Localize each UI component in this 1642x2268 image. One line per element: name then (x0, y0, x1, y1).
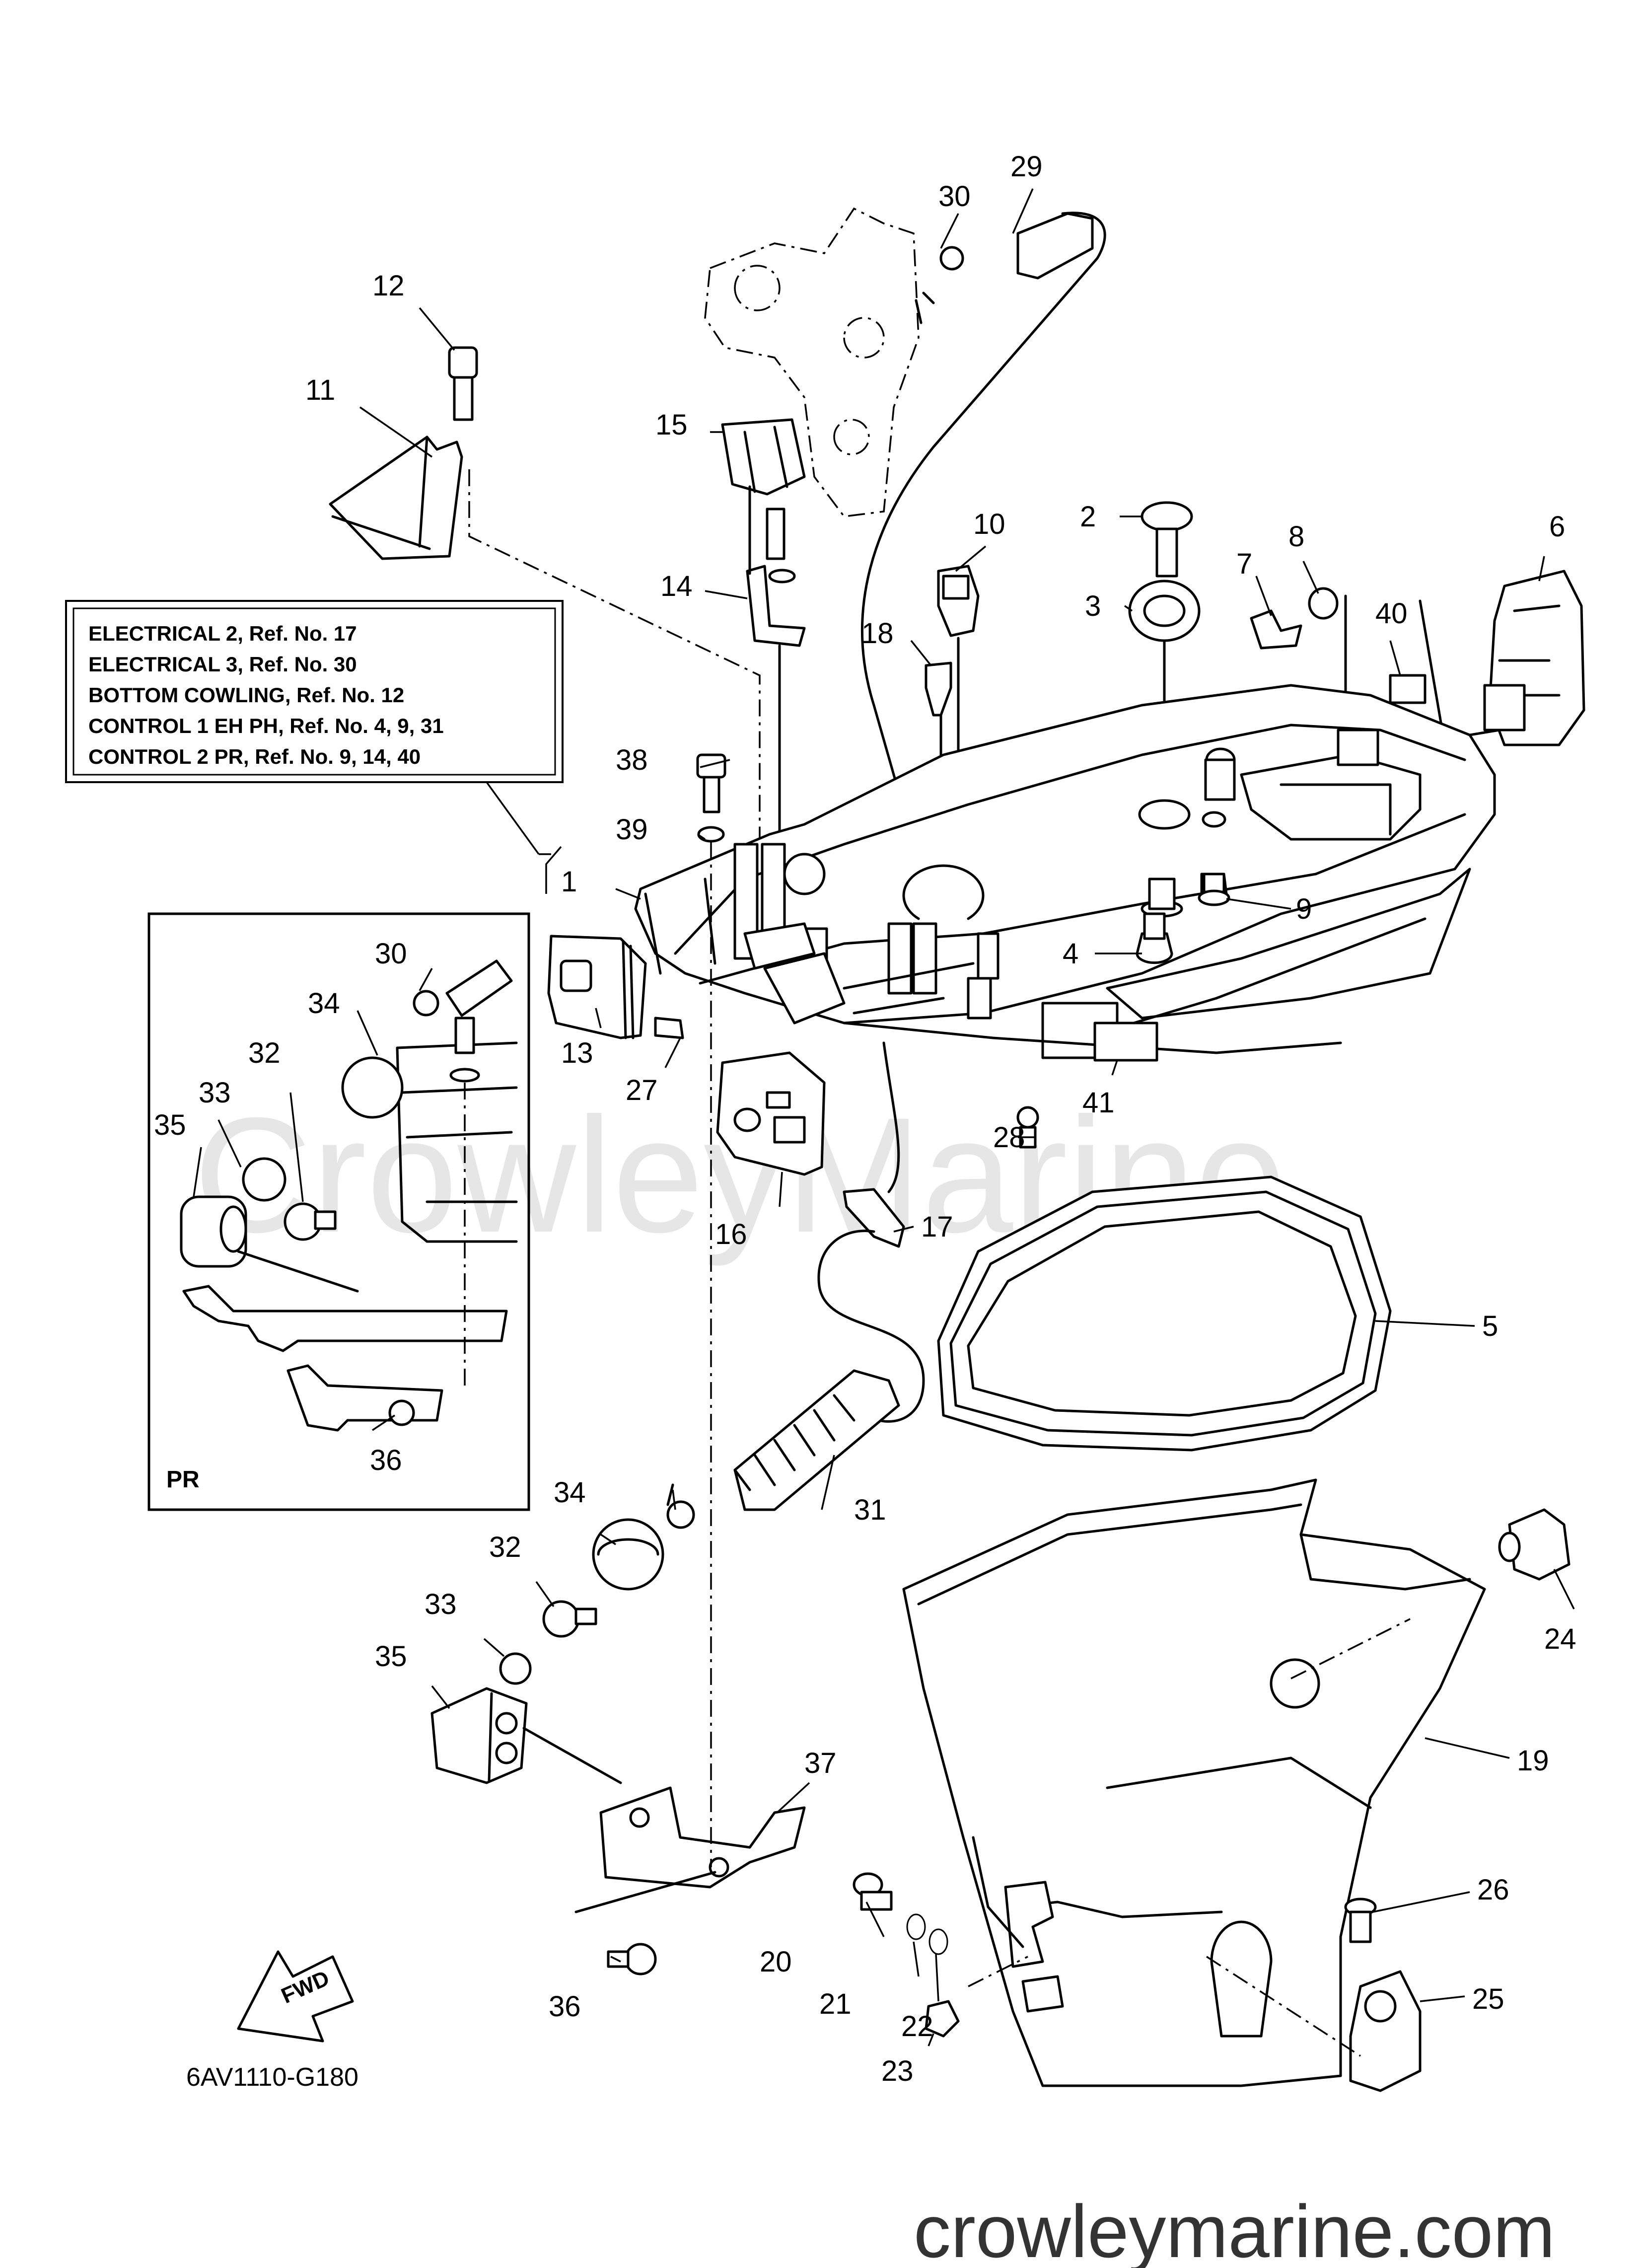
callout-30-inset: 30 (375, 938, 407, 970)
callout-11: 11 (305, 374, 335, 406)
callout-29: 29 (1010, 150, 1043, 183)
note-line-4: CONTROL 1 EH PH, Ref. No. 4, 9, 31 (88, 714, 444, 737)
callout-33-inset: 33 (199, 1077, 231, 1109)
callout-1: 1 (561, 866, 577, 898)
note-line-3: BOTTOM COWLING, Ref. No. 12 (88, 683, 404, 707)
callout-9: 9 (1296, 893, 1312, 925)
callout-12: 12 (372, 270, 405, 302)
callout-40: 40 (1375, 597, 1408, 630)
callout-10: 10 (973, 508, 1005, 540)
callout-36-inset: 36 (370, 1444, 402, 1476)
callout-31: 31 (854, 1494, 886, 1526)
callout-18: 18 (861, 617, 894, 650)
diagram-code: 6AV1110-G180 (186, 2063, 358, 2092)
part-34-nut (592, 1518, 664, 1591)
engine-block-outline (704, 207, 920, 517)
callout-38: 38 (616, 744, 648, 776)
reference-note-box: ELECTRICAL 2, Ref. No. 17 ELECTRICAL 3, … (65, 600, 564, 783)
callout-7: 7 (1236, 548, 1252, 580)
callout-13: 13 (561, 1037, 593, 1069)
callout-26: 26 (1477, 1874, 1509, 1906)
callout-32-main: 32 (489, 1531, 521, 1563)
callout-5: 5 (1482, 1310, 1498, 1342)
callout-6: 6 (1549, 511, 1565, 543)
part-41-label (1093, 1022, 1158, 1062)
part-32-grommet (542, 1600, 580, 1638)
callout-28: 28 (993, 1121, 1025, 1154)
part-13-cap (547, 935, 647, 1039)
part-31-cable (733, 1369, 900, 1511)
part-1-bottom-cowling (634, 684, 1496, 1059)
callout-16: 16 (715, 1218, 747, 1250)
callout-2: 2 (1080, 501, 1096, 533)
callout-35-main: 35 (375, 1640, 407, 1673)
callout-36-main: 36 (549, 1990, 581, 2023)
callout-27: 27 (626, 1074, 658, 1106)
callout-14: 14 (660, 570, 693, 602)
note-line-5: CONTROL 2 PR, Ref. No. 9, 14, 40 (88, 745, 421, 768)
part-25-clamp (1349, 1970, 1422, 2092)
part-5-gasket (937, 1175, 1392, 1452)
callout-20: 20 (760, 1946, 792, 1978)
part-2-bolt (1141, 501, 1193, 578)
inset-pr-label: PR (166, 1466, 200, 1493)
callout-23: 23 (881, 2055, 914, 2087)
note-line-1: ELECTRICAL 2, Ref. No. 17 (88, 622, 357, 645)
inset-pr-box: PR (147, 912, 530, 1511)
part-24-grommet (1508, 1508, 1571, 1581)
callout-34-main: 34 (554, 1476, 586, 1509)
watermark-url: crowleymarine.com (914, 2190, 1555, 2268)
note-line-2: ELECTRICAL 3, Ref. No. 30 (88, 653, 357, 676)
callout-25: 25 (1472, 1983, 1504, 2015)
callout-21: 21 (819, 1988, 852, 2020)
part-11-bracket (329, 436, 463, 560)
callout-8: 8 (1288, 520, 1304, 553)
part-3-grommet (1128, 580, 1201, 642)
part-6-cover (1483, 570, 1585, 746)
part-37-bracket (599, 1786, 806, 1889)
callout-30-top: 30 (938, 180, 971, 213)
callout-37: 37 (804, 1747, 837, 1779)
part-35-holder (430, 1687, 528, 1784)
callout-35-inset: 35 (154, 1109, 186, 1141)
callout-33-main: 33 (425, 1588, 457, 1620)
part-33-washer (499, 1652, 532, 1685)
callout-41: 41 (1082, 1087, 1115, 1119)
part-14-bracket (746, 565, 806, 647)
part-10-grommet (937, 565, 980, 637)
callout-24: 24 (1544, 1623, 1576, 1655)
callout-15: 15 (655, 409, 688, 441)
callout-34-inset: 34 (308, 987, 340, 1020)
callout-39: 39 (616, 813, 648, 846)
callout-17: 17 (921, 1211, 953, 1243)
callout-32-inset: 32 (248, 1037, 281, 1069)
part-15-clip (721, 418, 806, 496)
callout-19: 19 (1517, 1745, 1549, 1777)
part-29-hose (861, 212, 1106, 925)
part-16-switch (716, 1051, 826, 1176)
fwd-arrow-icon: FWD (237, 1950, 354, 2043)
part-12-bolt (448, 346, 478, 421)
callout-22: 22 (901, 2010, 933, 2043)
callout-4: 4 (1063, 938, 1078, 970)
callout-3: 3 (1085, 590, 1101, 622)
